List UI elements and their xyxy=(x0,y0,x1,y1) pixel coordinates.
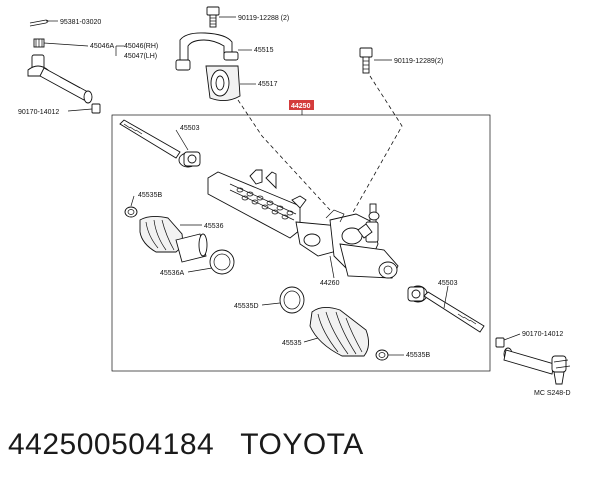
label-45535: 45535 xyxy=(282,340,302,347)
clamp-small-left xyxy=(124,206,138,218)
assembly-frame xyxy=(111,114,491,372)
clamp-45536a xyxy=(209,249,235,275)
label-90170-top: 90170-14012 xyxy=(18,109,59,116)
bolt-right xyxy=(359,47,373,74)
boot-45536 xyxy=(139,215,183,253)
housing-holes xyxy=(236,187,294,220)
highlight-44250: 44250 xyxy=(289,100,314,110)
brand-name: TOYOTA xyxy=(240,428,364,461)
label-44250: 44250 xyxy=(291,103,311,110)
caption: 442500504184 TOYOTA xyxy=(8,428,364,462)
label-90170-right: 90170-14012 xyxy=(522,331,563,338)
label-45046: 45046(RH) xyxy=(124,43,158,50)
label-45535d: 45535D xyxy=(234,303,259,310)
tie-rod-end-left xyxy=(27,54,93,104)
boot-45535 xyxy=(309,307,369,357)
castle-nut xyxy=(33,38,45,48)
inner-tie-rod-left xyxy=(119,119,201,168)
clamp-45535d xyxy=(279,286,305,314)
label-95381: 95381-03020 xyxy=(60,19,101,26)
bracket xyxy=(175,32,239,71)
part-number: 442500504184 xyxy=(8,428,215,461)
bolt-top xyxy=(206,6,220,28)
lock-nut-right xyxy=(495,337,505,348)
label-45503-right: 45503 xyxy=(438,280,458,287)
bushing xyxy=(205,65,241,101)
label-90119-top: 90119-12288 (2) xyxy=(238,15,289,22)
rack-housing xyxy=(207,169,399,279)
clamp-small-right xyxy=(375,349,389,361)
tie-rod-end-right xyxy=(503,347,571,385)
label-45047: 45047(LH) xyxy=(124,53,157,60)
parts-diagram: 95381-03020 45046A 45046(RH) 45047(LH) 9… xyxy=(18,6,571,397)
label-90119-right: 90119-12289(2) xyxy=(394,58,443,65)
label-45503-left: 45503 xyxy=(180,125,200,132)
label-45535b-right: 45535B xyxy=(406,352,430,359)
lock-nut-top xyxy=(91,103,101,114)
label-45535b-left: 45535B xyxy=(138,192,162,199)
label-45536: 45536 xyxy=(204,223,224,230)
boot-tube xyxy=(175,233,208,263)
inner-tie-rod-right xyxy=(407,285,485,333)
label-45517: 45517 xyxy=(258,81,278,88)
label-45046a: 45046A xyxy=(90,43,114,50)
cotter-pin xyxy=(29,19,49,27)
code-label: MC S248-D xyxy=(534,390,571,397)
label-45536a: 45536A xyxy=(160,270,184,277)
label-44260: 44260 xyxy=(320,280,340,287)
label-45515: 45515 xyxy=(254,47,274,54)
